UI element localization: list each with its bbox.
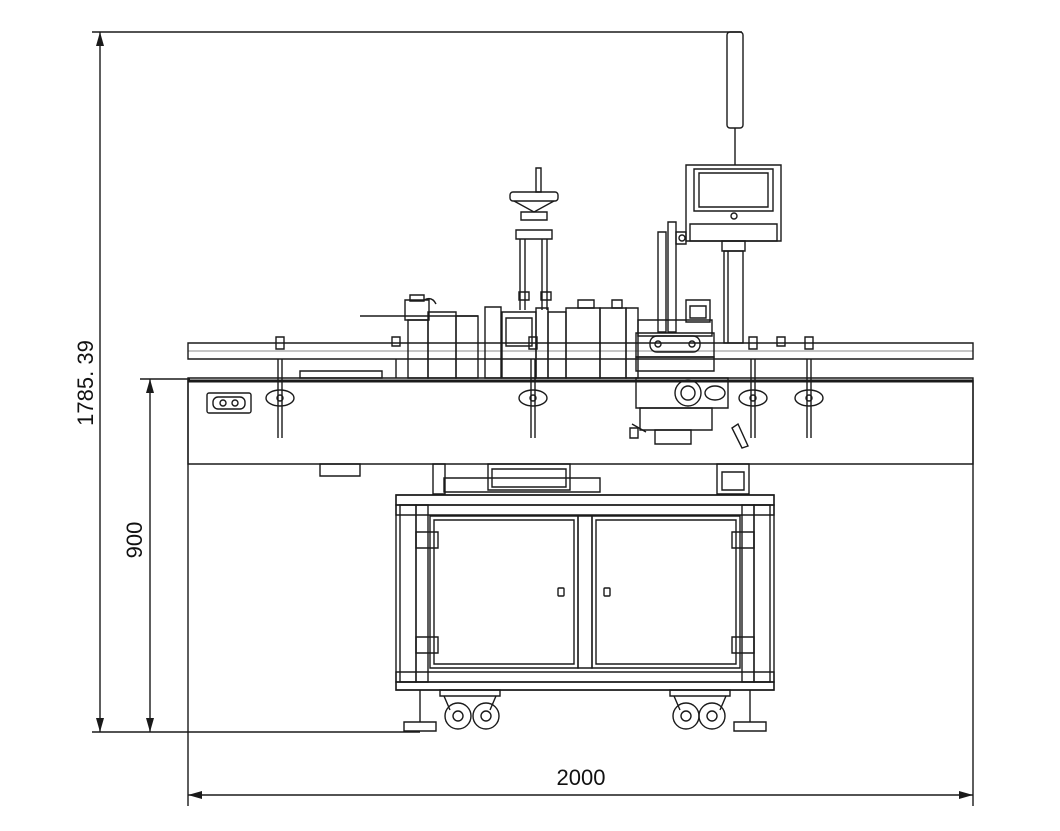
cabinet-frame <box>396 495 774 690</box>
cabinet-door-left <box>430 516 578 668</box>
rail-guide-posts <box>265 337 824 438</box>
applicator-head <box>630 222 748 448</box>
cabinet-top-fittings <box>320 464 749 494</box>
caster-wheel-left <box>440 690 500 729</box>
label-drive-unit <box>485 300 638 378</box>
caster-wheel-right <box>670 690 730 729</box>
switch-plate <box>207 393 251 413</box>
dimension-table-height <box>140 379 190 732</box>
conveyor-rail <box>188 343 973 359</box>
dimension-table-height-label: 900 <box>122 522 147 559</box>
dimension-total-width-label: 2000 <box>557 765 606 790</box>
guide-post <box>794 337 824 438</box>
guide-post <box>518 337 548 438</box>
cabinet-mullion <box>578 516 592 668</box>
door-hinges <box>416 532 754 653</box>
cabinet-door-right <box>592 516 740 668</box>
dimension-total-height <box>92 32 742 732</box>
touch-screen-panel <box>686 165 781 343</box>
signal-tower <box>727 32 743 165</box>
dimension-total-height-label: 1785. 39 <box>73 340 98 426</box>
table-top <box>188 371 973 464</box>
leveling-feet <box>404 690 766 731</box>
guide-post <box>738 337 768 438</box>
labeling-head-left <box>360 295 478 378</box>
label-roll-tower <box>510 168 558 310</box>
dimension-total-width <box>188 380 973 806</box>
guide-post <box>265 337 295 438</box>
